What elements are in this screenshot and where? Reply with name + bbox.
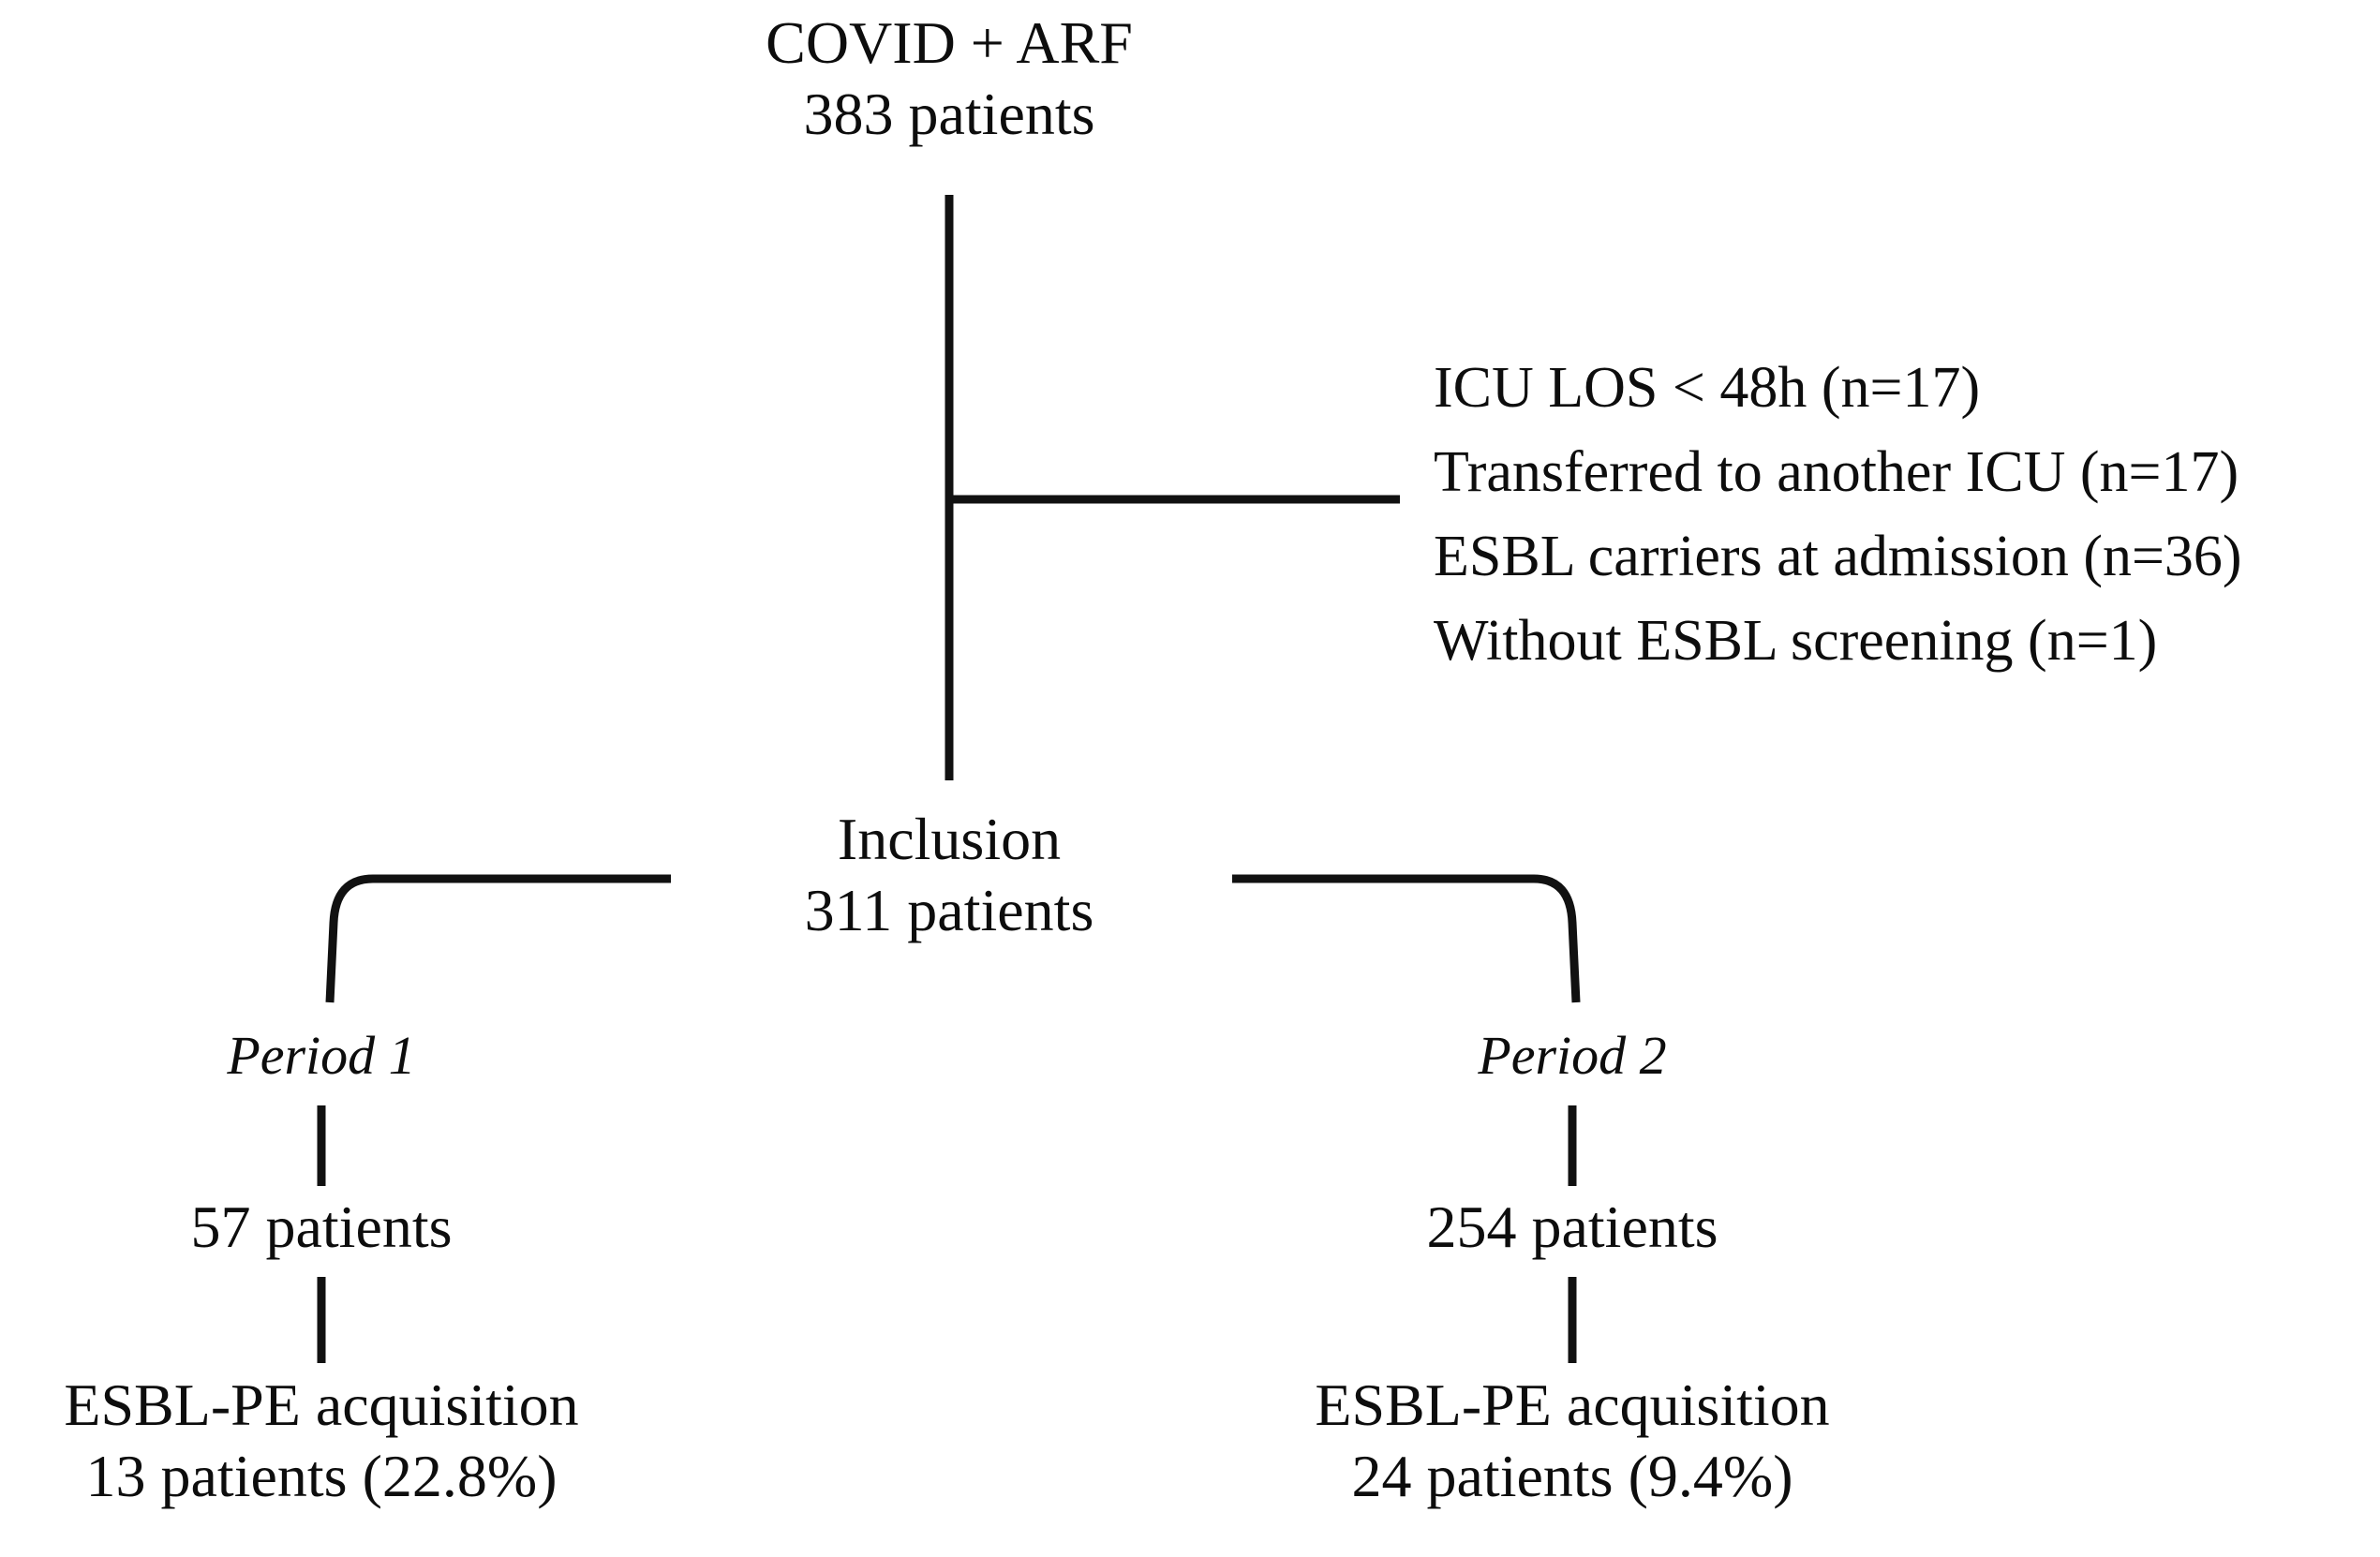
exclusion-item-esbl-carriers: ESBL carriers at admission (n=36) [1434,524,2242,588]
node-inclusion: Inclusion 311 patients [574,804,1324,945]
exclusion-item-icu-los: ICU LOS < 48h (n=17) [1434,356,1981,420]
exclusion-item-transferred: Transferred to another ICU (n=17) [1434,439,2239,504]
period-2-count-text: 254 patients [1426,1194,1718,1260]
period-2-text: Period 2 [1478,1025,1667,1086]
node-inclusion-title: Inclusion [837,806,1062,872]
node-period-2-count: 254 patients [1291,1192,1853,1263]
node-period-1-label: Period 1 [40,1026,602,1086]
node-period-2-label: Period 2 [1291,1026,1853,1086]
period-2-outcome-title: ESBL-PE acquisition [1315,1372,1830,1438]
node-source: COVID + ARF 383 patients [574,7,1324,149]
period-1-text: Period 1 [227,1025,416,1086]
exclusion-item-no-screening: Without ESBL screening (n=1) [1434,608,2158,673]
period-2-outcome-value: 24 patients (9.4%) [1351,1442,1793,1509]
node-source-count: 383 patients [803,80,1095,147]
period-1-outcome-value: 13 patients (22.8%) [85,1442,558,1509]
node-source-title: COVID + ARF [766,9,1133,76]
node-inclusion-count: 311 patients [804,876,1094,943]
period-1-outcome-title: ESBL-PE acquisition [64,1372,579,1438]
node-period-1-count: 57 patients [40,1192,602,1263]
exclusion-list: ICU LOS < 48h (n=17) Transferred to anot… [1434,347,2380,684]
period-1-count-text: 57 patients [190,1194,453,1260]
node-period-2-outcome: ESBL-PE acquisition 24 patients (9.4%) [1235,1370,1910,1511]
node-period-1-outcome: ESBL-PE acquisition 13 patients (22.8%) [0,1370,659,1511]
